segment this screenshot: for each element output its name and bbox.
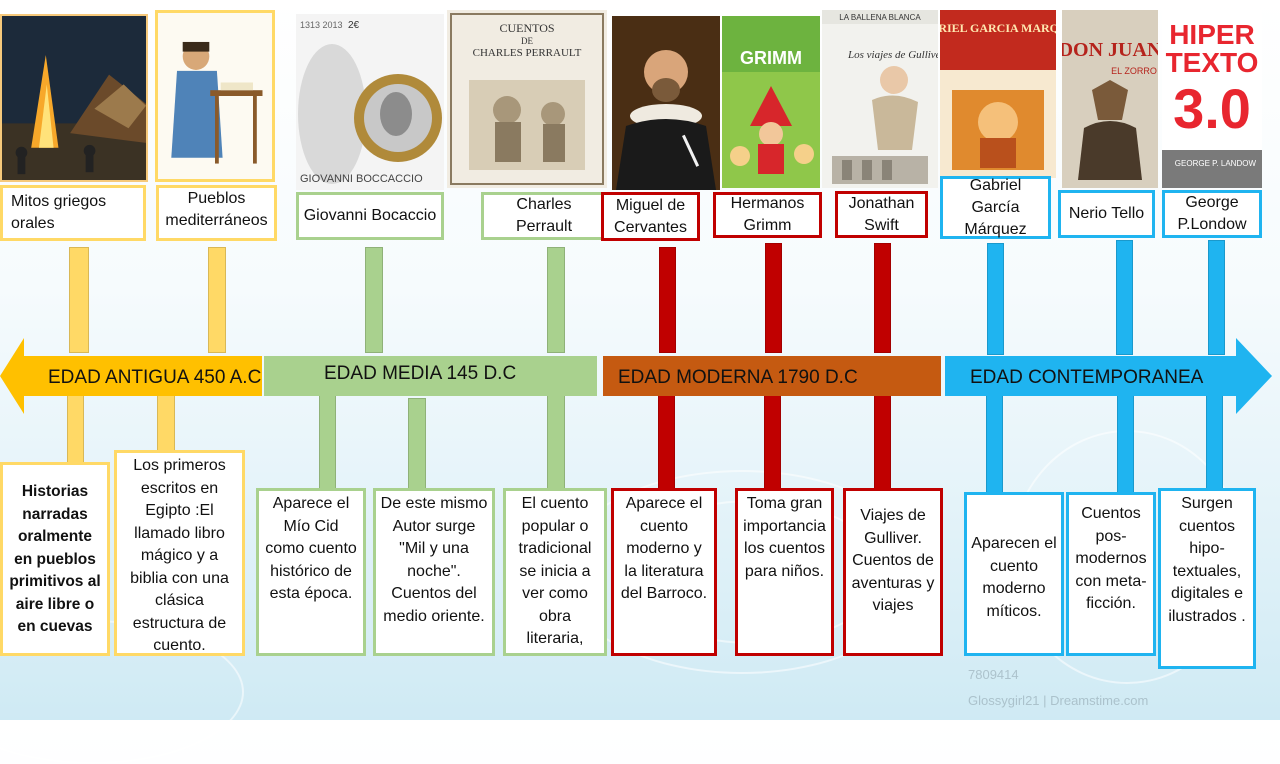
connector-upper bbox=[208, 247, 226, 353]
coin-years: 1313 2013 bbox=[300, 20, 343, 30]
description-box-marquez: Aparecen el cuento moderno míticos. bbox=[964, 492, 1064, 656]
era-label-antigua: EDAD ANTIGUA 450 A.C bbox=[48, 367, 262, 388]
author-label-marquez: Gabriel García Márquez bbox=[940, 176, 1051, 239]
cuentos-perrault-book-picture: CUENTOS DE CHARLES PERRAULT bbox=[447, 10, 607, 188]
connector-upper bbox=[659, 247, 676, 353]
author-label-boccaccio: Giovanni Bocaccio bbox=[296, 192, 444, 240]
hipertexto-line1: HIPER bbox=[1169, 19, 1255, 50]
hipertexto-line3: 3.0 bbox=[1173, 77, 1251, 140]
description-box-mitos: Historias narradas oralmente en pueblos … bbox=[0, 462, 110, 656]
watermark-id: 7809414 bbox=[968, 667, 1019, 682]
timeline-arrow bbox=[0, 338, 1272, 414]
don-juan-subtitle: EL ZORRO bbox=[1111, 66, 1157, 76]
marquez-title: GABRIEL GARCIA MARQUEZ bbox=[940, 21, 1056, 35]
book-title-line1: CUENTOS bbox=[499, 21, 554, 35]
hipertexto-line2: TEXTO bbox=[1166, 47, 1259, 78]
description-box-boccaccio-mil: De este mismo Autor surge "Mil y una noc… bbox=[373, 488, 495, 656]
don-juan-title: DON JUAN bbox=[1062, 39, 1158, 61]
gulliver-book-picture: LA BALLENA BLANCA Los viajes de Gulliver bbox=[822, 10, 938, 188]
author-label-cervantes: Miguel de Cervantes bbox=[601, 192, 700, 241]
author-label-tello: Nerio Tello bbox=[1058, 190, 1155, 238]
author-label-grimm: Hermanos Grimm bbox=[713, 192, 822, 238]
author-label-swift: Jonathan Swift bbox=[835, 191, 928, 238]
era-label-contemporanea: EDAD CONTEMPORANEA bbox=[970, 367, 1204, 388]
coin-denomination: 2€ bbox=[348, 20, 360, 31]
garcia-marquez-book-picture: GABRIEL GARCIA MARQUEZ bbox=[940, 10, 1056, 178]
scribe-writing-picture bbox=[155, 10, 275, 182]
gulliver-title: Los viajes de Gulliver bbox=[847, 49, 938, 61]
description-box-tello: Cuentos pos-modernos con meta-ficción. bbox=[1066, 492, 1156, 656]
connector-upper bbox=[987, 243, 1004, 355]
gulliver-series: LA BALLENA BLANCA bbox=[839, 13, 921, 22]
coin-name: GIOVANNI BOCCACCIO bbox=[300, 173, 423, 185]
description-box-cervantes: Aparece el cuento moderno y la literatur… bbox=[611, 488, 717, 656]
author-label-mitos: Mitos griegos orales bbox=[0, 185, 146, 241]
description-box-perrault: El cuento popular o tradicional se inici… bbox=[503, 488, 607, 656]
connector-upper bbox=[1116, 240, 1133, 355]
description-box-grimm: Toma gran importancia los cuentos para n… bbox=[735, 488, 834, 656]
era-label-moderna: EDAD MODERNA 1790 D.C bbox=[618, 367, 858, 388]
description-box-boccaccio-cid: Aparece el Mío Cid como cuento histórico… bbox=[256, 488, 366, 656]
connector-upper bbox=[69, 247, 89, 353]
cervantes-portrait-picture bbox=[612, 16, 720, 190]
book-title-line2: DE bbox=[521, 36, 533, 46]
description-box-landow: Surgen cuentos hipo-textuales, digitales… bbox=[1158, 488, 1256, 669]
watermark-credit: Glossygirl21 | Dreamstime.com bbox=[968, 693, 1149, 708]
bonfire-village-picture bbox=[0, 14, 148, 182]
author-label-pueblos: Pueblos mediterráneos bbox=[156, 185, 277, 241]
description-box-pueblos: Los primeros escritos en Egipto :El llam… bbox=[114, 450, 245, 656]
hipertexto-author: GEORGE P. LANDOW bbox=[1175, 159, 1257, 168]
hipertexto-book-picture: HIPER TEXTO 3.0 GEORGE P. LANDOW bbox=[1162, 10, 1262, 188]
boccaccio-coin-picture: 1313 2013 2€ GIOVANNI BOCCACCIO bbox=[296, 14, 444, 190]
connector-upper bbox=[547, 247, 565, 353]
connector-upper bbox=[765, 243, 782, 353]
don-juan-book-picture: DON JUAN EL ZORRO bbox=[1062, 10, 1158, 188]
author-label-perrault: Charles Perrault bbox=[481, 192, 607, 240]
grimm-title: GRIMM bbox=[740, 48, 802, 68]
author-label-landow: George P.Londow bbox=[1162, 190, 1262, 238]
connector-upper bbox=[874, 243, 891, 353]
era-label-media: EDAD MEDIA 145 D.C bbox=[324, 363, 517, 384]
grimm-book-picture: GRIMM bbox=[722, 16, 820, 188]
connector-upper bbox=[1208, 240, 1225, 355]
description-box-swift: Viajes de Gulliver. Cuentos de aventuras… bbox=[843, 488, 943, 656]
connector-upper bbox=[365, 247, 383, 353]
book-title-line3: CHARLES PERRAULT bbox=[473, 47, 582, 59]
